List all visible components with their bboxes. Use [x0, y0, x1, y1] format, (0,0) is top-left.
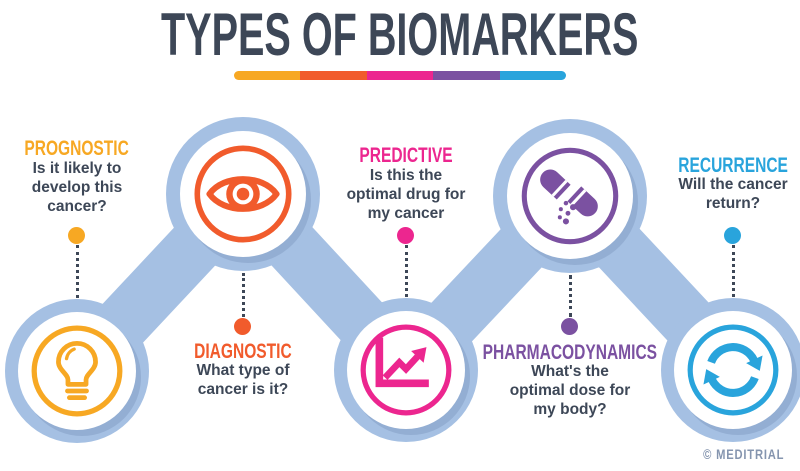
divider-segment-purple: [433, 71, 500, 80]
item-label: PREDICTIVE: [359, 144, 453, 167]
dotted-line: [568, 275, 572, 317]
connector-dot: [397, 227, 414, 244]
item-question: Is it likely to develop this cancer?: [31, 160, 123, 215]
connector-dot: [234, 318, 251, 335]
item-question: What's the optimal dose for my body?: [509, 363, 631, 418]
credit: © MEDITRIAL: [693, 446, 794, 462]
item-label-wrap: PHARMACODYNAMICS: [450, 342, 690, 363]
item-question: What type of cancer is it?: [196, 362, 290, 398]
item-label-wrap: PROGNOSTIC: [0, 138, 197, 159]
item-label-wrap: RECURRENCE: [613, 155, 800, 176]
item-label: PROGNOSTIC: [24, 137, 130, 160]
divider-segment-red-orange: [300, 71, 367, 80]
dotted-line: [241, 273, 245, 317]
item-label-wrap: PREDICTIVE: [286, 145, 526, 166]
divider-segment-blue: [499, 71, 566, 80]
dotted-line: [404, 245, 408, 297]
item-label: RECURRENCE: [678, 154, 788, 177]
item-label: DIAGNOSTIC: [194, 340, 292, 363]
chain-connector: [549, 176, 754, 390]
color-divider-bar: [234, 71, 566, 80]
credit-text: © MEDITRIAL: [702, 446, 784, 462]
item-question: Will the cancer return?: [678, 176, 788, 212]
connector-dot: [68, 227, 85, 244]
divider-segment-magenta: [366, 71, 434, 80]
item-label: PHARMACODYNAMICS: [482, 341, 658, 364]
connector-dot: [561, 318, 578, 335]
dotted-line: [731, 245, 735, 297]
item-question: Is this the optimal drug for my cancer: [346, 167, 466, 222]
divider-segment-orange: [234, 71, 301, 80]
item-label-wrap: DIAGNOSTIC: [123, 341, 363, 362]
connector-dot: [724, 227, 741, 244]
page-title: TYPES OF BIOMARKERS: [0, 5, 800, 65]
dotted-line: [75, 245, 79, 298]
page-title-text: TYPES OF BIOMARKERS: [161, 1, 639, 68]
